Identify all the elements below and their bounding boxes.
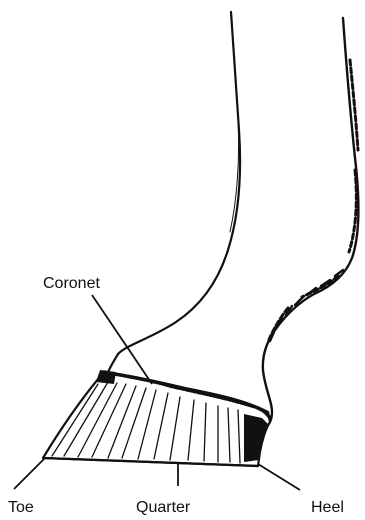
coronet-label: Coronet — [43, 275, 100, 292]
leg-front-outline — [104, 12, 240, 384]
leg-front-shading — [230, 120, 239, 232]
quarter-label: Quarter — [136, 499, 191, 516]
hoof-wall — [43, 372, 270, 466]
leg-back-outline — [263, 18, 359, 425]
leg-back-hair — [268, 60, 358, 342]
heel-shading — [244, 414, 268, 462]
heel-leader-line — [258, 464, 300, 490]
coronet-dark-patch — [96, 370, 116, 384]
toe-leader-line — [14, 458, 45, 489]
toe-label: Toe — [8, 499, 34, 516]
heel-label: Heel — [311, 499, 344, 516]
